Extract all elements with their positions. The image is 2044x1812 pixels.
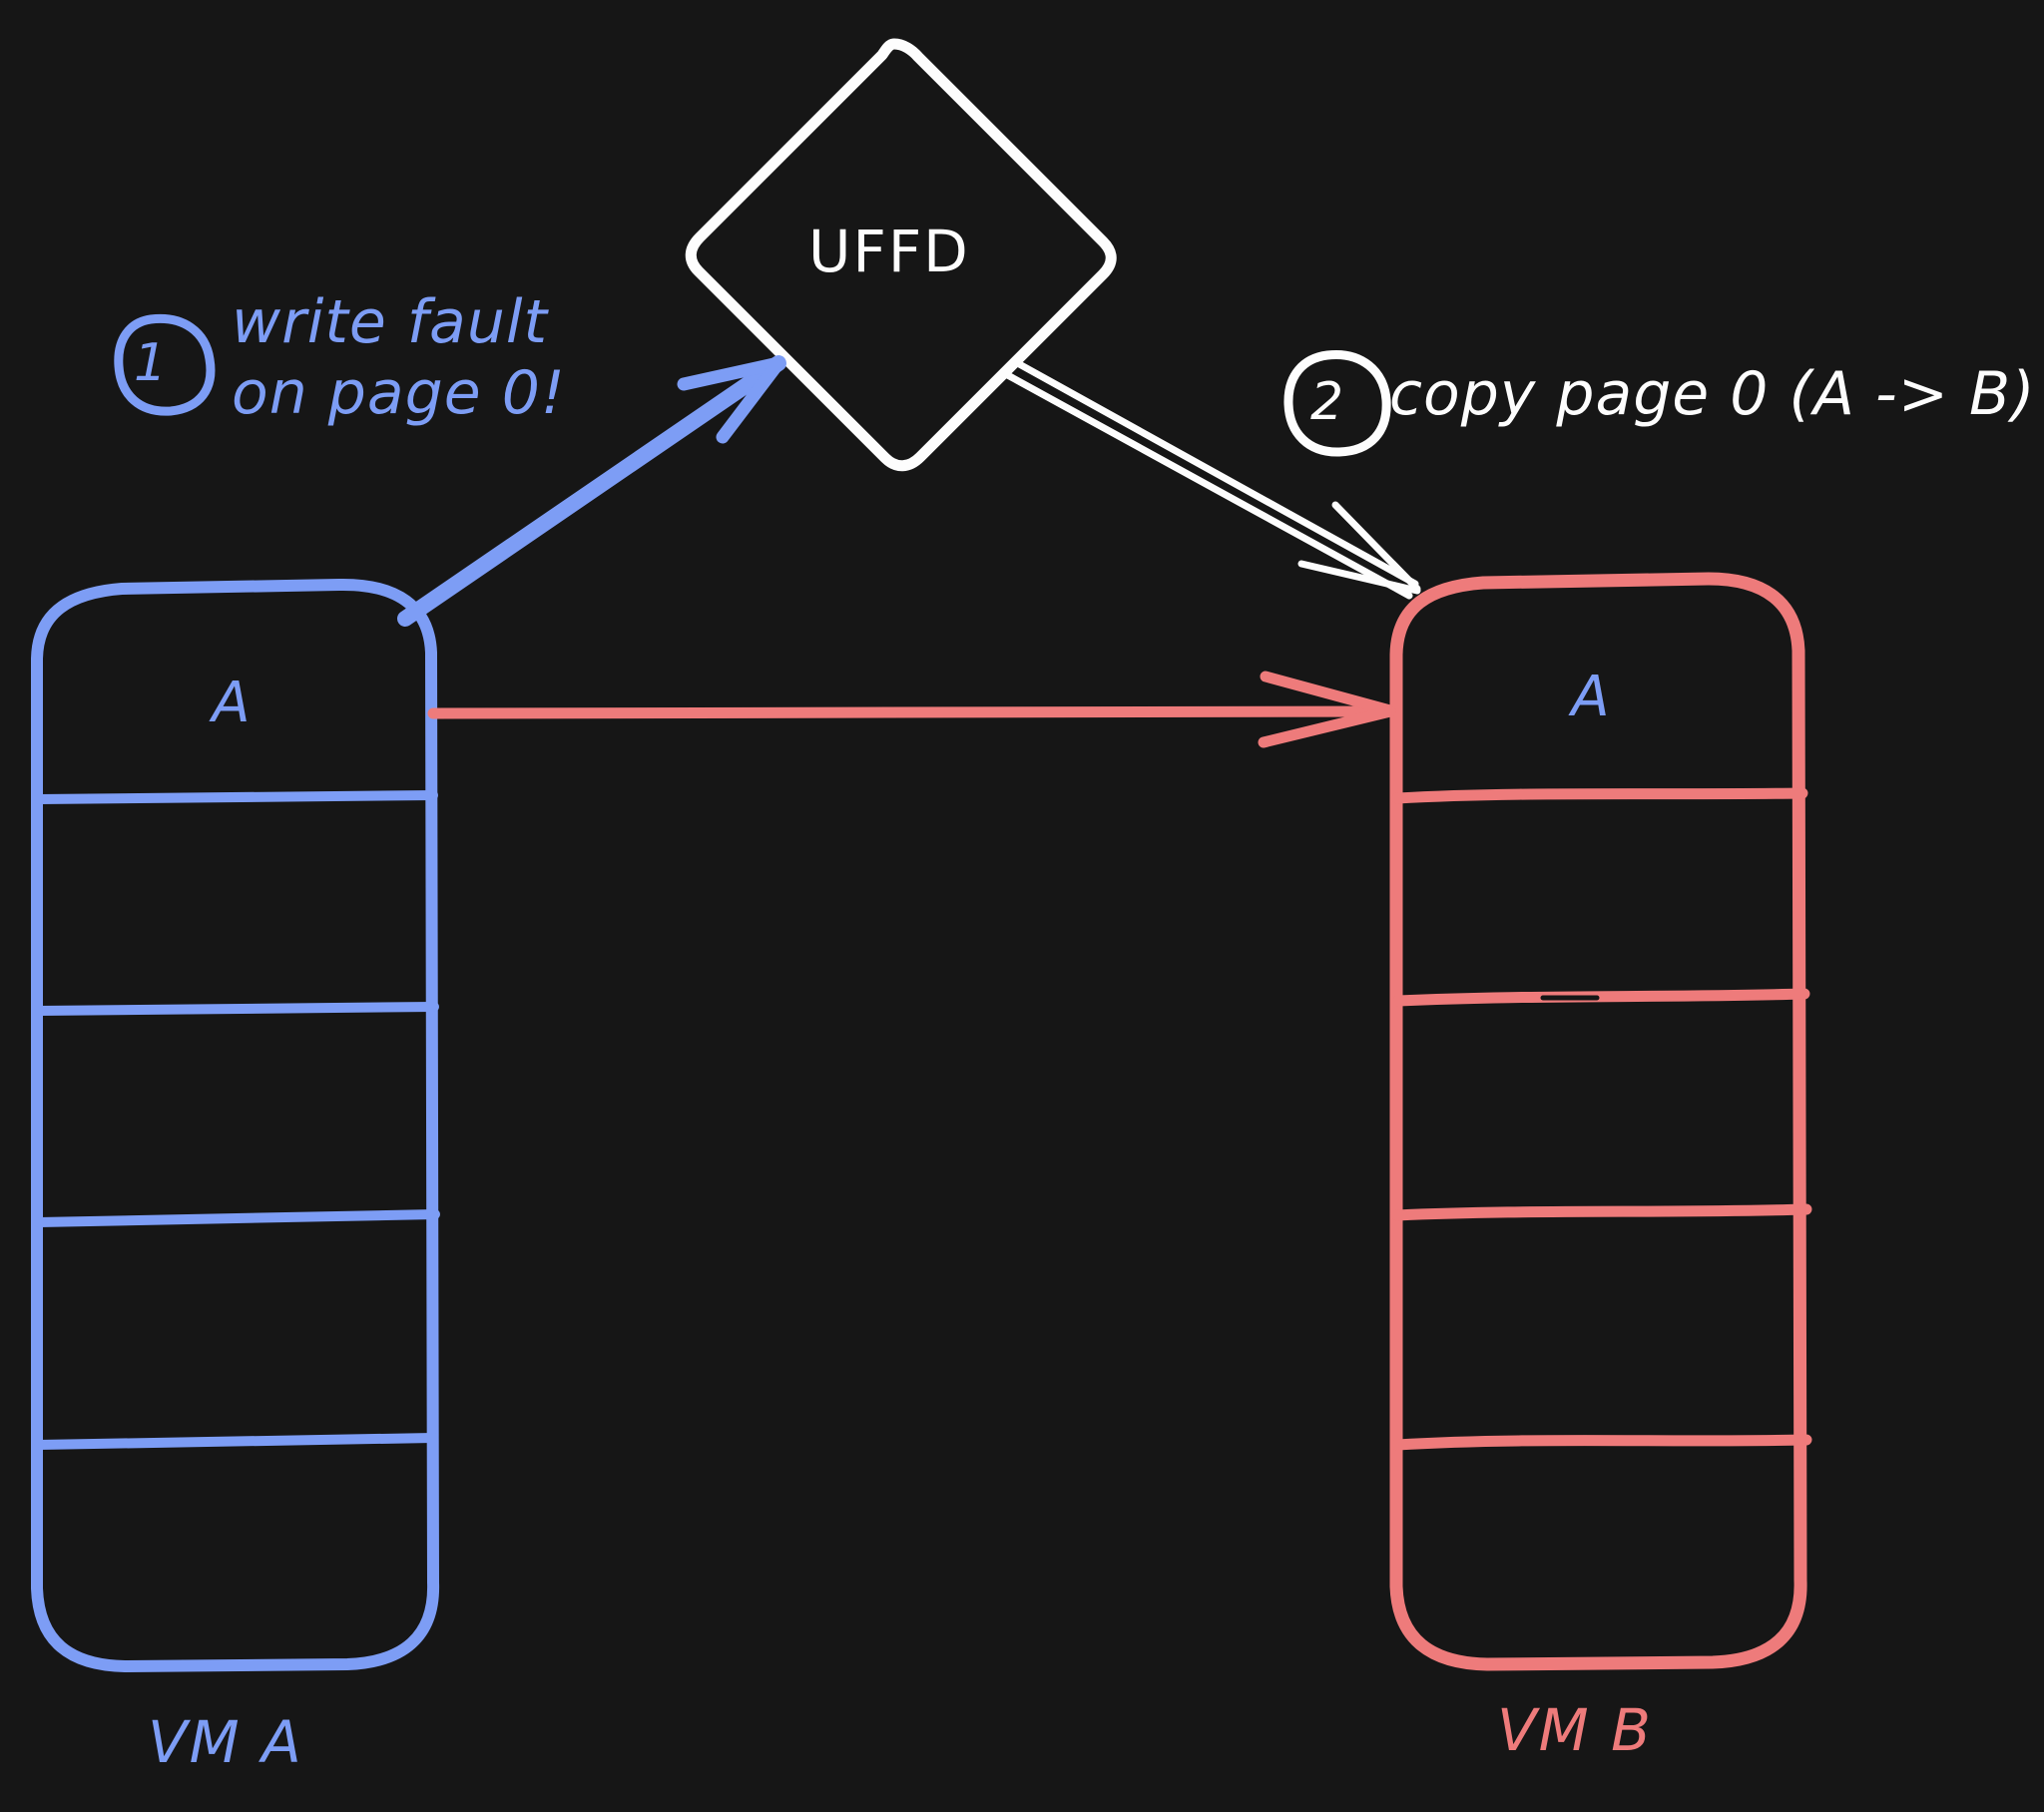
shared-page-arrow xyxy=(427,671,1396,748)
uffd-diamond[interactable] xyxy=(685,38,1117,472)
annotation-2-badge: 2 xyxy=(1309,372,1345,433)
uffd-node-label: UFFD xyxy=(808,218,970,285)
vm-a-caption: VM A xyxy=(148,1708,303,1776)
vm-b-page0-label: A xyxy=(1571,665,1611,729)
badge-1-circle xyxy=(114,313,216,416)
vm-a-page0-label: A xyxy=(212,671,252,735)
vm-b-caption: VM B xyxy=(1497,1696,1653,1764)
vm-a-box[interactable] xyxy=(31,578,440,1672)
annotation-1-line1: write fault xyxy=(232,287,549,357)
annotation-1-line2: on page 0! xyxy=(232,357,566,428)
badge-2-circle xyxy=(1283,350,1391,457)
write-fault-arrow xyxy=(397,355,786,627)
annotation-1-badge: 1 xyxy=(133,333,169,394)
annotation-2-text: copy page 0 (A -> B) xyxy=(1389,359,2036,429)
copy-page-arrow xyxy=(1000,357,1421,600)
vm-b-box[interactable] xyxy=(1389,572,1812,1671)
